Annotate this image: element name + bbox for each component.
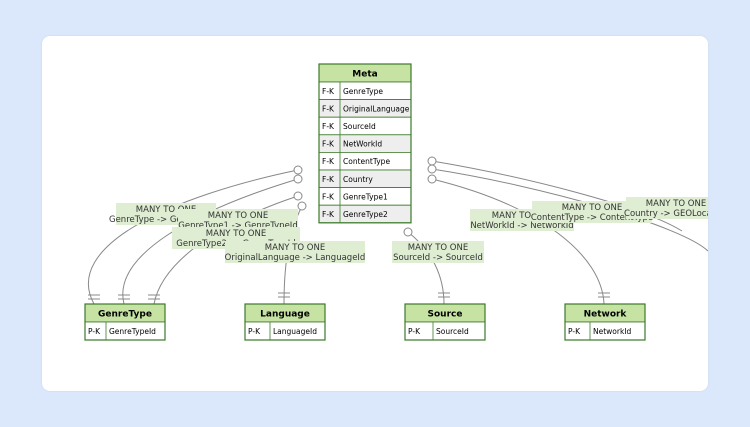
attribute-name: NetWorkId xyxy=(343,140,382,149)
entity-title: Meta xyxy=(352,70,377,80)
rel-line-source xyxy=(407,231,445,305)
rel-line-network xyxy=(431,178,605,305)
attribute-name: ContentType xyxy=(343,157,390,166)
attribute-name: GenreType2 xyxy=(343,210,388,219)
entity-title: Source xyxy=(428,310,463,320)
entity-border xyxy=(404,303,486,341)
attribute-name: NetworkId xyxy=(593,327,632,336)
cardinality-circle xyxy=(427,164,437,174)
relationship-cardinality: MANY TO ONE xyxy=(136,205,196,215)
entity-title: GenreType xyxy=(98,310,152,320)
key-type: F-K xyxy=(322,175,335,184)
label-background xyxy=(392,241,484,263)
rel-line-contenttype xyxy=(431,160,683,232)
label-background xyxy=(626,197,708,219)
key-type: P-K xyxy=(568,327,581,336)
key-type: F-K xyxy=(322,192,335,201)
attribute-name: SourceId xyxy=(343,122,376,131)
relationship-mapping: Country -> GEOLocation xyxy=(624,209,708,219)
key-type: P-K xyxy=(88,327,101,336)
cardinality-circle xyxy=(427,156,437,166)
relationship-cardinality: MANY TO ONE xyxy=(208,211,268,221)
relationship-mapping: OriginalLanguage -> LanguageId xyxy=(225,253,366,263)
entity-border xyxy=(244,303,326,341)
relationship-cardinality: MANY TO ONE xyxy=(206,229,266,239)
attribute-name: SourceId xyxy=(436,327,469,336)
relationship-cardinality: MANY TO ONE xyxy=(408,243,468,253)
relationship-cardinality: MANY TO ONE xyxy=(646,199,706,209)
relationship-cardinality: MANY TO ONE xyxy=(562,203,622,213)
relationship-cardinality: MANY TO ONE xyxy=(265,243,325,253)
key-type: F-K xyxy=(322,140,335,149)
rel-line-genretype1 xyxy=(122,178,299,305)
entity-title: Network xyxy=(584,310,628,320)
cardinality-circle xyxy=(403,227,413,237)
label-background xyxy=(532,201,652,223)
relationship-mapping: ContentType -> ContentType xyxy=(531,213,653,223)
relationship-mapping: GenreType1 -> GenreTypeId xyxy=(178,221,297,231)
cardinality-circle xyxy=(293,174,303,184)
attribute-name: GenreType xyxy=(343,87,383,96)
key-type: F-K xyxy=(322,87,335,96)
label-background xyxy=(225,241,365,263)
cardinality-circle xyxy=(297,201,307,211)
key-type: F-K xyxy=(322,122,335,131)
cardinality-circle xyxy=(293,165,303,175)
attribute-name: GenreType1 xyxy=(343,192,388,201)
entity-title: Language xyxy=(260,310,310,320)
key-type: F-K xyxy=(322,104,335,113)
key-type: F-K xyxy=(322,157,335,166)
attribute-name: GenreTypeId xyxy=(109,327,156,336)
relationship-cardinality: MANY TO ONE xyxy=(492,211,552,221)
relationship-mapping: NetWorkId -> NetworkId xyxy=(470,221,573,231)
key-type: P-K xyxy=(408,327,421,336)
relationship-lines xyxy=(87,156,708,305)
label-background xyxy=(178,209,298,231)
cardinality-circle xyxy=(427,174,437,184)
attribute-name: Country xyxy=(343,175,373,184)
entity-border xyxy=(84,303,166,341)
entity-border xyxy=(564,303,646,341)
relationship-mapping: GenreType -> GenreTypeId xyxy=(109,215,223,225)
key-type: F-K xyxy=(322,210,335,219)
relationship-mapping: SourceId -> SourceId xyxy=(393,253,483,263)
key-type: P-K xyxy=(248,327,261,336)
attribute-name: OriginalLanguage xyxy=(343,104,410,113)
entity-border xyxy=(318,63,412,224)
attribute-name: LanguageId xyxy=(273,327,317,336)
cardinality-circle xyxy=(293,191,303,201)
